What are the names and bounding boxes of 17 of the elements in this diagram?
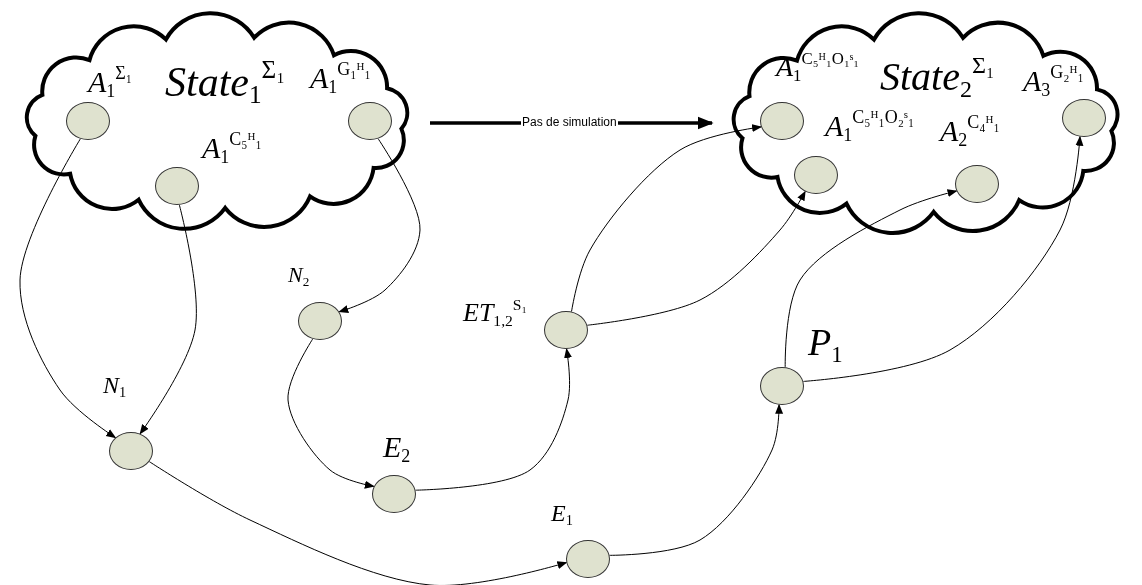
edge-label: Pas de simulation [521, 115, 618, 129]
node-label: N$_{2}$ [288, 263, 310, 290]
arrow [415, 348, 572, 491]
arrow [784, 189, 958, 368]
arrow [287, 338, 375, 489]
arrow [802, 135, 1084, 382]
node-label: N$_{1}$ [103, 372, 127, 402]
arrow [609, 403, 784, 556]
node-label: E$_{1}$ [551, 500, 573, 530]
arrow [139, 204, 197, 435]
arrow [571, 124, 763, 313]
node-label: P$_{1}$ [808, 322, 843, 367]
node-label: E$_{2}$ [383, 430, 411, 468]
arrow [19, 138, 117, 439]
arrow [586, 190, 806, 326]
arrow [338, 138, 421, 313]
arrow [148, 461, 568, 585]
